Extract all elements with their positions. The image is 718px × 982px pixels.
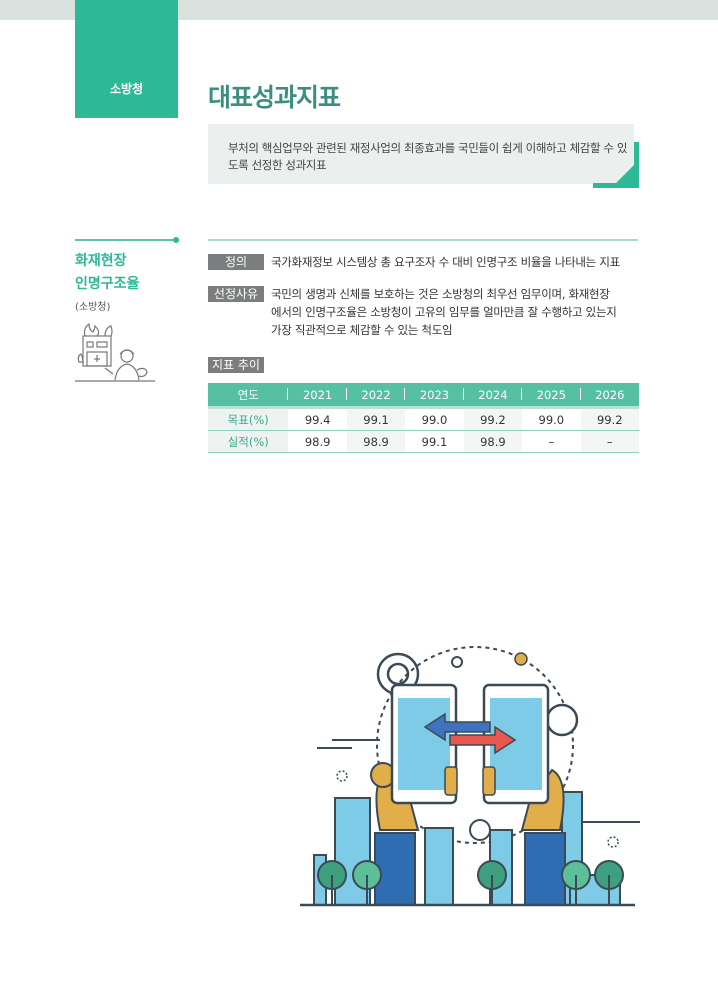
table-cell: 99.2 — [463, 406, 523, 431]
indicator-agency: (소방청) — [75, 302, 111, 313]
table-cell: 98.9 — [463, 430, 523, 453]
hands-holding-tablets-city-illustration — [300, 646, 640, 907]
reason-line: 에서의 인명구조율은 소방청이 고유의 임무를 얼마만큼 잘 수행하고 있는지 — [271, 305, 617, 319]
table-cell: 98.9 — [288, 430, 347, 453]
content-divider — [208, 239, 638, 241]
intro-box: 부처의 핵심업무와 관련된 재정사업의 최종효과를 국민들이 쉽게 이해하고 체… — [208, 124, 634, 184]
indicator-title-line1: 화재현장 — [75, 253, 127, 269]
header-cell: 연도 — [208, 383, 290, 408]
reason-line: 가장 직관적으로 체감할 수 있는 척도임 — [271, 323, 453, 337]
table-cell: 99.1 — [346, 406, 406, 431]
header-cell: 2021 — [288, 383, 348, 408]
reason-label: 선정사유 — [208, 286, 264, 302]
row-label: 실적(%) — [208, 430, 289, 453]
table-cell: – — [522, 430, 581, 453]
header-cell: 2026 — [580, 383, 639, 408]
reason-line: 국민의 생명과 신체를 보호하는 것은 소방청의 최우선 임무이며, 화재현장 — [271, 287, 610, 301]
reason-text: 국민의 생명과 신체를 보호하는 것은 소방청의 최우선 임무이며, 화재현장 … — [271, 285, 641, 339]
table-cell: – — [580, 430, 639, 453]
indicator-title-line2: 인명구조율 — [75, 276, 140, 292]
header-cell: 2022 — [346, 383, 407, 408]
table-cell: 99.2 — [580, 406, 639, 431]
intro-text: 부처의 핵심업무와 관련된 재정사업의 최종효과를 국민들이 쉽게 이해하고 체… — [228, 141, 628, 172]
page-title: 대표성과지표 — [208, 83, 341, 112]
firefighter-building-fire-icon — [75, 322, 155, 382]
trend-label: 지표 추이 — [208, 357, 264, 373]
row-label: 목표(%) — [208, 406, 289, 431]
table-cell: 98.9 — [346, 430, 406, 453]
table-cell: 99.1 — [405, 430, 464, 453]
definition-label: 정의 — [208, 254, 264, 270]
header-cell: 2025 — [522, 383, 582, 408]
header-cell: 2023 — [405, 383, 465, 408]
indicator-title: 화재현장 인명구조율 — [75, 250, 195, 296]
table-row: 실적(%) 98.9 98.9 99.1 98.9 – – — [208, 430, 639, 453]
header-cell: 2024 — [463, 383, 524, 408]
corner-accent-icon — [593, 142, 639, 188]
agency-tab-label: 소방청 — [109, 82, 144, 96]
top-bar — [0, 0, 718, 20]
trend-table: 연도 2021 2022 2023 2024 2025 2026 목표(%) 9… — [208, 383, 639, 453]
definition-text: 국가화재정보 시스템상 총 요구조자 수 대비 인명구조 비율을 나타내는 지표 — [271, 255, 620, 269]
side-divider — [75, 239, 175, 241]
table-cell: 99.0 — [522, 406, 581, 431]
table-cell: 99.0 — [405, 406, 464, 431]
table-row: 목표(%) 99.4 99.1 99.0 99.2 99.0 99.2 — [208, 406, 639, 431]
side-divider-dot — [173, 237, 179, 243]
table-cell: 99.4 — [288, 406, 347, 431]
agency-tab: 소방청 — [75, 0, 178, 118]
table-header-row: 연도 2021 2022 2023 2024 2025 2026 — [208, 383, 639, 408]
